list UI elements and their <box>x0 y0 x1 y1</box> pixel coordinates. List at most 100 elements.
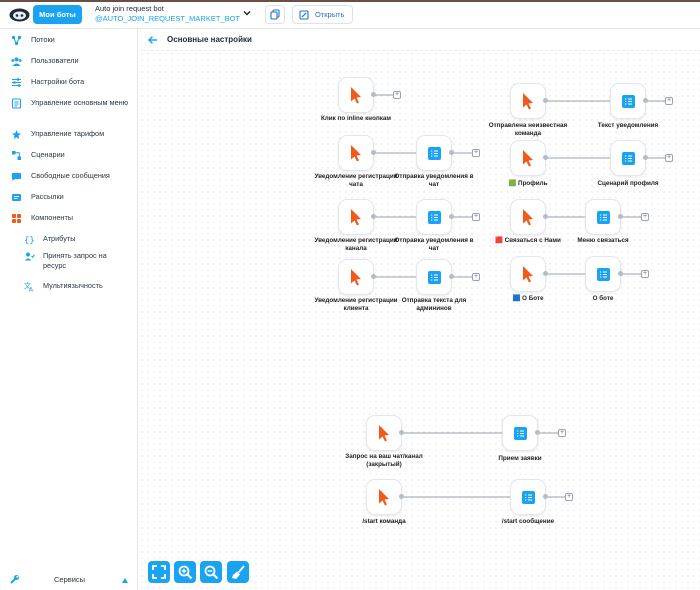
output-port[interactable] <box>449 214 454 219</box>
svg-text:文: 文 <box>24 281 31 290</box>
output-port[interactable] <box>371 214 376 219</box>
add-node-button[interactable]: + <box>393 91 401 99</box>
output-port[interactable] <box>371 274 376 279</box>
add-node-button[interactable]: + <box>665 154 673 162</box>
action-node[interactable] <box>502 415 538 451</box>
node-label: 🟩 Профиль <box>508 180 548 187</box>
add-node-button[interactable]: + <box>558 429 566 437</box>
add-node-button[interactable]: + <box>565 493 573 501</box>
action-node[interactable] <box>585 199 621 235</box>
sidebar-item-label: Настройки бота <box>31 77 85 86</box>
output-port[interactable] <box>449 150 454 155</box>
components-icon <box>12 214 21 223</box>
cursor-icon <box>523 93 533 110</box>
sidebar-item-label: Компоненты <box>31 213 74 222</box>
trigger-node[interactable] <box>338 135 374 171</box>
sidebar-item-label: Атрибуты <box>43 234 76 243</box>
action-node[interactable] <box>585 256 621 292</box>
arrow-left-icon[interactable] <box>147 34 159 46</box>
translate-icon: 文A <box>24 281 34 292</box>
action-node[interactable] <box>416 135 452 171</box>
sidebar-item-label: Управление основным меню <box>31 98 129 107</box>
bot-name[interactable]: Auto join request bot <box>95 4 164 13</box>
header: Мои боты Auto join request bot @AUTO_JOI… <box>0 0 700 29</box>
node-label: Отправка уведомления в чат <box>394 173 474 188</box>
add-node-button[interactable]: + <box>641 270 649 278</box>
output-port[interactable] <box>449 274 454 279</box>
fullscreen-icon <box>152 565 166 579</box>
cursor-icon <box>523 150 533 167</box>
output-port[interactable] <box>535 430 540 435</box>
output-port[interactable] <box>371 92 376 97</box>
output-port[interactable] <box>543 271 548 276</box>
output-port[interactable] <box>543 155 548 160</box>
sidebar-item-label: Управление тарифом <box>31 129 105 138</box>
svg-text:{}: {} <box>24 236 35 245</box>
trigger-node[interactable] <box>338 259 374 295</box>
action-node[interactable] <box>416 259 452 295</box>
open-button[interactable]: Открыть <box>292 5 353 24</box>
sidebar-item-label: Свободные сообщения <box>31 171 110 180</box>
add-node-button[interactable]: + <box>641 213 649 221</box>
output-port[interactable] <box>543 494 548 499</box>
action-node[interactable] <box>610 140 646 176</box>
users-icon <box>11 57 22 66</box>
node-label: Отправка уведомления в чат <box>394 237 474 252</box>
node-label: 🟥 Связаться с Нами <box>495 237 561 244</box>
action-node[interactable] <box>510 479 546 515</box>
chevron-down-icon[interactable] <box>242 8 252 18</box>
add-node-button[interactable]: + <box>472 273 480 281</box>
add-node-button[interactable]: + <box>472 149 480 157</box>
output-port[interactable] <box>371 150 376 155</box>
services-toggle[interactable]: Сервисы <box>0 570 138 590</box>
fit-view-button[interactable] <box>148 561 170 583</box>
output-port[interactable] <box>399 494 404 499</box>
output-port[interactable] <box>643 98 648 103</box>
cursor-icon <box>523 266 533 283</box>
action-node[interactable] <box>416 199 452 235</box>
zoom-out-icon <box>204 565 218 579</box>
open-label: Открыть <box>315 10 345 19</box>
output-port[interactable] <box>618 214 623 219</box>
copy-button[interactable] <box>265 5 285 24</box>
broom-icon <box>231 564 245 579</box>
trigger-node[interactable] <box>510 83 546 119</box>
sidebar: Потоки Пользователи Настройки бота Управ… <box>0 29 138 590</box>
node-label: Отправка текста для админинов <box>401 297 467 312</box>
clean-up-button[interactable] <box>227 561 249 583</box>
trigger-node[interactable] <box>338 199 374 235</box>
node-label: О боте <box>592 295 614 302</box>
trigger-node[interactable] <box>338 77 374 113</box>
output-port[interactable] <box>399 430 404 435</box>
output-port[interactable] <box>543 98 548 103</box>
action-node[interactable] <box>610 83 646 119</box>
bot-handle[interactable]: @AUTO_JOIN_REQUEST_MARKET_BOT <box>95 14 241 23</box>
sidebar-item-label: Пользователи <box>31 56 79 65</box>
add-node-button[interactable]: + <box>472 213 480 221</box>
output-port[interactable] <box>543 214 548 219</box>
zoom-in-button[interactable] <box>174 561 196 583</box>
node-label: Уведомление регистрации чата <box>314 173 398 188</box>
logo-icon[interactable] <box>9 8 30 22</box>
trigger-node[interactable] <box>366 479 402 515</box>
copy-icon <box>270 9 280 20</box>
cursor-icon <box>351 269 361 286</box>
node-label: Запрос на ваш чат/канал (закрытый) <box>345 453 423 468</box>
trigger-node[interactable] <box>510 256 546 292</box>
zoom-in-icon <box>178 565 192 579</box>
output-port[interactable] <box>618 271 623 276</box>
broadcast-icon <box>12 194 21 201</box>
trigger-node[interactable] <box>510 199 546 235</box>
scenarios-icon <box>12 151 21 160</box>
output-port[interactable] <box>643 155 648 160</box>
my-bots-button[interactable]: Мои боты <box>33 5 82 24</box>
add-node-button[interactable]: + <box>665 97 673 105</box>
zoom-out-button[interactable] <box>200 561 222 583</box>
sidebar-item-label: Потоки <box>31 35 55 44</box>
cursor-icon <box>351 145 361 162</box>
trigger-node[interactable] <box>366 415 402 451</box>
tariff-icon <box>12 130 21 139</box>
trigger-node[interactable] <box>510 140 546 176</box>
flow-canvas[interactable] <box>139 51 700 590</box>
cursor-icon <box>379 489 389 506</box>
